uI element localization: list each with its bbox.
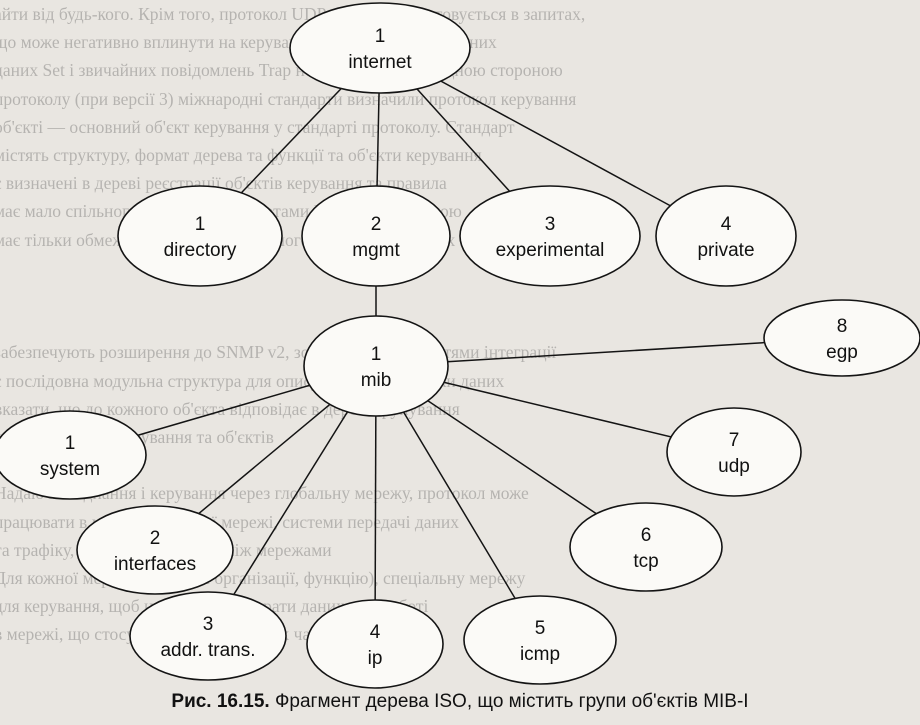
node-number: 3: [203, 614, 214, 635]
node-name: mgmt: [352, 240, 400, 261]
node-number: 1: [371, 344, 382, 365]
node-ellipse: [463, 595, 617, 685]
node-number: 7: [729, 430, 740, 451]
node-ellipse: [303, 315, 449, 417]
node-number: 8: [837, 316, 848, 337]
node-ellipse: [306, 599, 444, 689]
node-experimental: 3 experimental: [459, 185, 641, 287]
node-ellipse: [76, 505, 234, 595]
node-internet: 1 internet: [289, 2, 471, 94]
node-interfaces: 2 interfaces: [76, 505, 234, 595]
node-number: 4: [721, 214, 732, 235]
node-ellipse: [459, 185, 641, 287]
node-number: 3: [545, 214, 556, 235]
node-ellipse: [289, 2, 471, 94]
node-name: system: [40, 459, 100, 480]
node-private: 4 private: [655, 185, 797, 287]
node-name: icmp: [520, 644, 560, 665]
node-name: internet: [348, 52, 412, 73]
background-text-line: є визначені в дереві реєстрації об'єктів…: [0, 173, 447, 194]
figure-caption-text: Фрагмент дерева ISO, що містить групи об…: [269, 691, 749, 712]
node-number: 2: [150, 528, 161, 549]
node-number: 1: [65, 433, 76, 454]
background-text-line: містять структуру, формат дерева та функ…: [0, 145, 482, 166]
figure-caption: Рис. 16.15. Фрагмент дерева ISO, що міст…: [0, 691, 920, 713]
node-mib: 1 mib: [303, 315, 449, 417]
tree-nodes: 1 internet 1 directory 2 mgmt 3 experimental 4 pr…: [0, 2, 920, 689]
node-mgmt: 2 mgmt: [301, 185, 451, 287]
node-name: addr. trans.: [160, 640, 255, 661]
node-name: mib: [361, 370, 392, 391]
node-ellipse: [117, 185, 283, 287]
background-text-line: Надаючи з'єднання і керування через глоб…: [0, 483, 529, 504]
node-name: udp: [718, 456, 750, 477]
node-name: directory: [164, 240, 237, 261]
node-tcp: 6 tcp: [569, 502, 723, 592]
node-ellipse: [569, 502, 723, 592]
node-name: private: [697, 240, 754, 261]
node-number: 4: [370, 622, 381, 643]
node-name: tcp: [633, 551, 658, 572]
background-text-line: об'єкті — основний об'єкт керування у ст…: [0, 116, 515, 137]
background-text-line: протоколу (при версії 3) міжнародні стан…: [0, 88, 577, 109]
node-system: 1 system: [0, 410, 147, 500]
iso-tree-diagram: 1 internet 1 directory 2 mgmt 3 experimental 4 pr…: [0, 2, 920, 689]
node-ellipse: [655, 185, 797, 287]
node-name: interfaces: [114, 554, 196, 575]
node-number: 6: [641, 525, 652, 546]
node-number: 1: [375, 26, 386, 47]
node-egp: 8 egp: [763, 299, 920, 377]
node-udp: 7 udp: [666, 407, 802, 497]
node-ellipse: [0, 410, 147, 500]
node-addr-trans: 3 addr. trans.: [129, 591, 287, 681]
figure-number: Рис. 16.15.: [171, 691, 270, 712]
node-ellipse: [666, 407, 802, 497]
node-name: egp: [826, 342, 858, 363]
node-directory: 1 directory: [117, 185, 283, 287]
node-ellipse: [763, 299, 920, 377]
node-number: 2: [371, 214, 382, 235]
node-ellipse: [129, 591, 287, 681]
node-number: 1: [195, 214, 206, 235]
node-icmp: 5 icmp: [463, 595, 617, 685]
node-number: 5: [535, 618, 546, 639]
node-ip: 4 ip: [306, 599, 444, 689]
node-ellipse: [301, 185, 451, 287]
node-name: experimental: [496, 240, 605, 261]
node-name: ip: [368, 648, 383, 669]
